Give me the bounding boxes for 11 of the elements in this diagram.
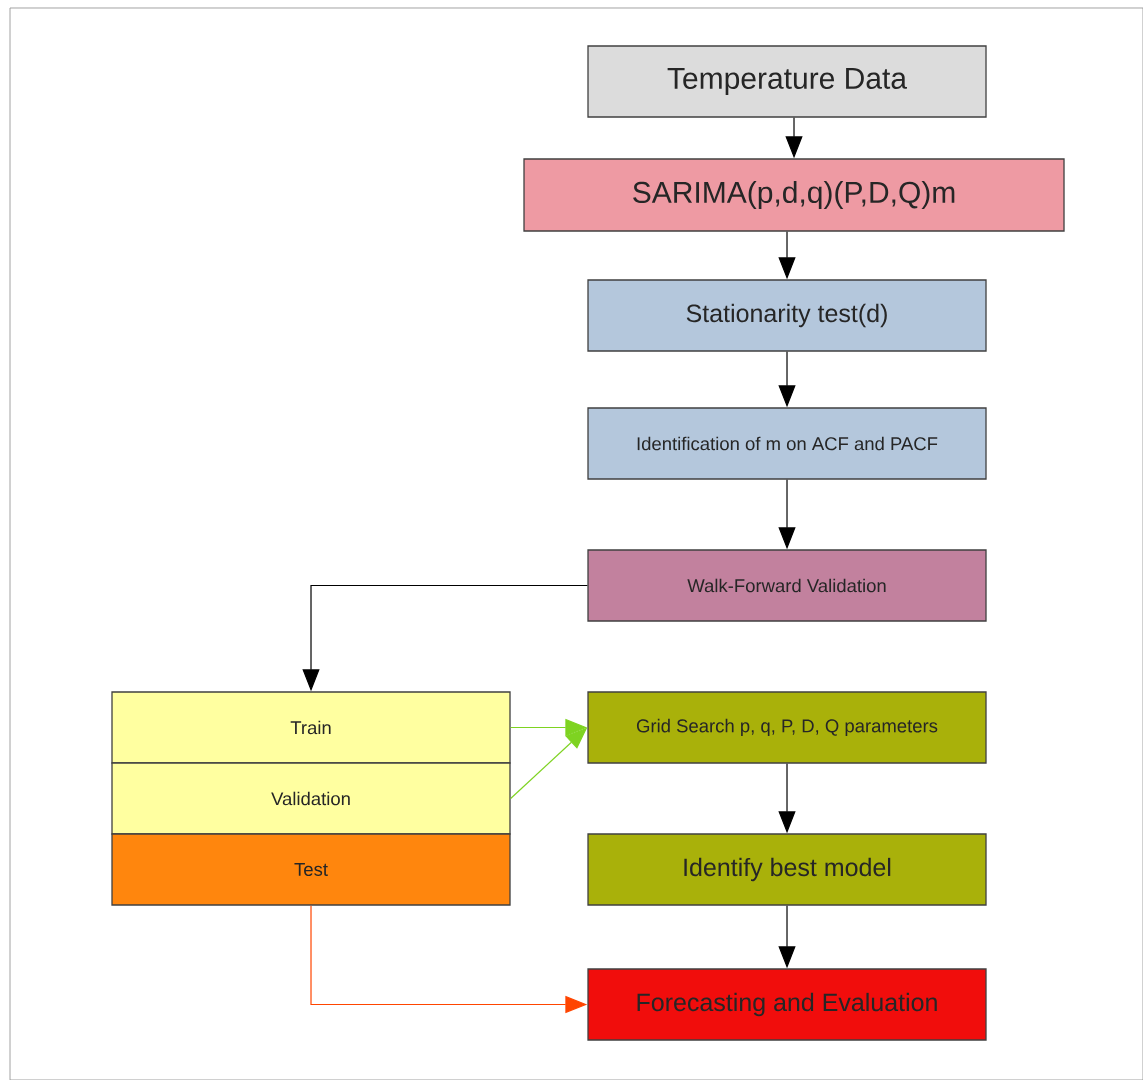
- process-box: Walk-Forward Validation: [587, 549, 987, 622]
- process-box: Identification of m on ACF and PACF: [587, 407, 987, 480]
- data-split-box: Validation: [111, 762, 511, 835]
- data-split-box: Train: [111, 691, 511, 764]
- process-box: SARIMA(p,d,q)(P,D,Q)m: [523, 158, 1065, 232]
- process-box: Identify best model: [587, 833, 987, 906]
- process-box: Stationarity test(d): [587, 279, 987, 352]
- data-split-box: Test: [111, 833, 511, 906]
- process-box: Temperature Data: [587, 45, 987, 118]
- process-box: Grid Search p, q, P, D, Q parameters: [587, 691, 987, 764]
- process-box: Forecasting and Evaluation: [587, 968, 987, 1041]
